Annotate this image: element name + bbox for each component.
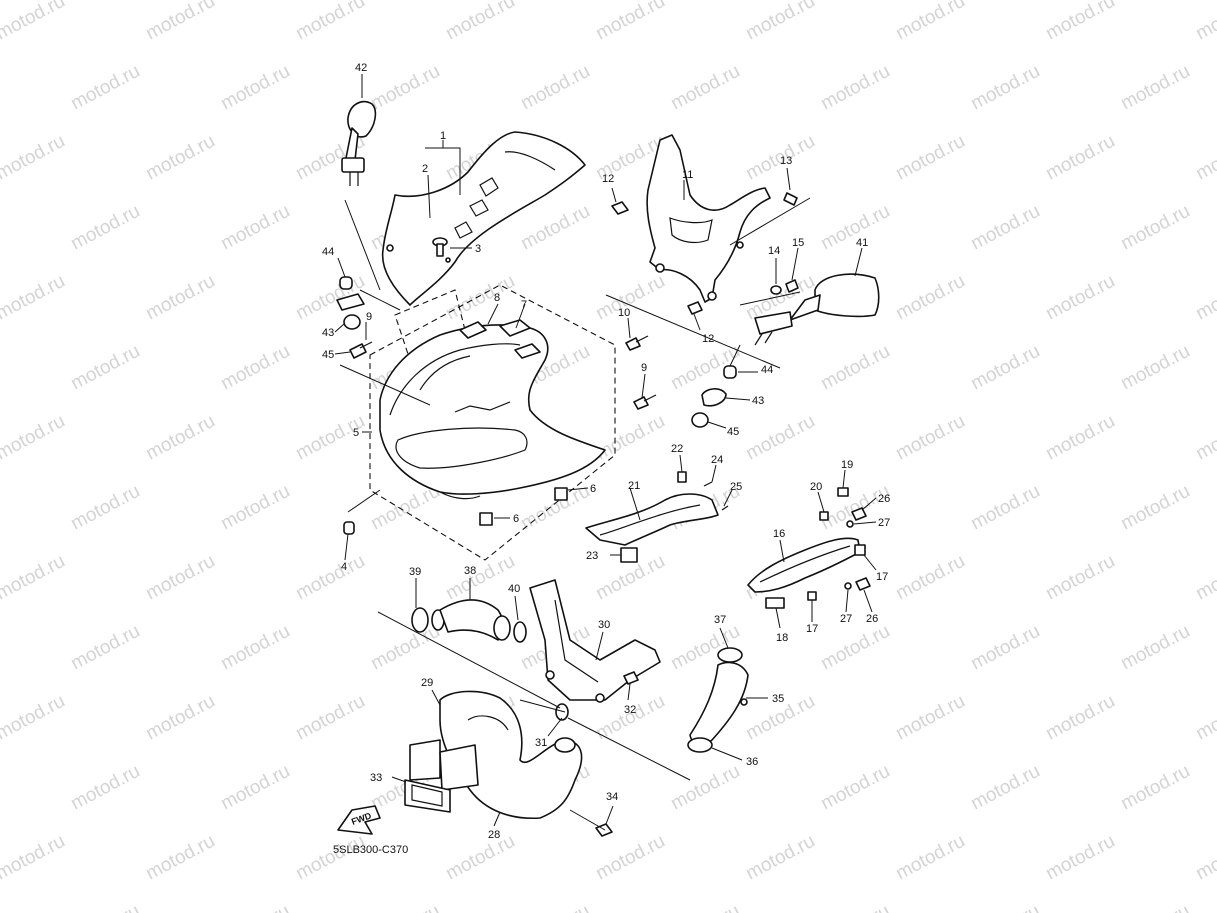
- callout-17-right: 17: [876, 571, 888, 583]
- right-mirror: [754, 273, 880, 346]
- callout-35: 35: [772, 693, 784, 705]
- callout-20: 20: [810, 481, 822, 493]
- callout-44-left: 44: [322, 246, 334, 258]
- right-grommet-set: [691, 365, 737, 428]
- grommet-4: [343, 521, 355, 535]
- callout-33: 33: [370, 772, 382, 784]
- screw-3: [432, 237, 451, 263]
- callout-36: 36: [746, 756, 758, 768]
- windshield: [381, 131, 586, 306]
- callout-18: 18: [776, 632, 788, 644]
- callout-43-right: 43: [752, 395, 764, 407]
- callout-1: 1: [440, 130, 446, 142]
- cowling-stay-bracket: [646, 134, 771, 303]
- clip-6-upper: [554, 487, 568, 501]
- callout-9-left: 9: [366, 311, 372, 323]
- callout-7: 7: [521, 299, 527, 311]
- callout-27-upper: 27: [878, 517, 890, 529]
- callout-2: 2: [422, 163, 428, 175]
- callout-25: 25: [730, 481, 742, 493]
- callout-39: 39: [409, 566, 421, 578]
- leader-lines: [334, 74, 877, 831]
- callout-12-lower: 12: [702, 333, 714, 345]
- callout-40: 40: [508, 583, 520, 595]
- callout-30: 30: [598, 619, 610, 631]
- callout-27-lower: 27: [840, 613, 852, 625]
- right-intake-duct: [687, 647, 749, 753]
- callout-29: 29: [421, 677, 433, 689]
- windshield-assembly-box: [394, 289, 471, 376]
- callout-17-lower: 17: [806, 623, 818, 635]
- callout-21: 21: [628, 480, 640, 492]
- clip-6-lower: [479, 512, 493, 526]
- callout-4: 4: [341, 561, 347, 573]
- callout-16: 16: [773, 528, 785, 540]
- callout-6-upper: 6: [590, 483, 596, 495]
- callout-37: 37: [714, 614, 726, 626]
- callout-32: 32: [624, 704, 636, 716]
- callout-10: 10: [618, 307, 630, 319]
- callout-45-right: 45: [727, 426, 739, 438]
- fwd-arrow: FWD: [337, 805, 381, 835]
- callout-9-right: 9: [641, 362, 647, 374]
- callout-22: 22: [671, 443, 683, 455]
- callout-8: 8: [494, 292, 500, 304]
- callout-11: 11: [682, 169, 693, 181]
- callout-31: 31: [535, 737, 547, 749]
- callout-45-left: 45: [322, 349, 334, 361]
- callout-labels: 42 1 2 3 44 43 9 45 8 7 10 9 5 6 6 4 12 …: [322, 62, 890, 841]
- callout-14: 14: [768, 245, 780, 257]
- callout-28: 28: [488, 829, 500, 841]
- callout-41: 41: [856, 237, 868, 249]
- left-mirror: [341, 100, 377, 186]
- side-cover-panel: [747, 487, 871, 609]
- callout-5: 5: [353, 427, 359, 439]
- callout-23: 23: [586, 550, 598, 562]
- inner-side-panel: [585, 471, 729, 563]
- callout-15: 15: [792, 237, 804, 249]
- callout-44-right: 44: [761, 364, 773, 376]
- diagram-code: 5SLB300-C370: [333, 844, 408, 856]
- callout-12-upper: 12: [602, 173, 614, 185]
- callout-13: 13: [780, 155, 792, 167]
- fasteners-12-13-14-15: [611, 192, 799, 315]
- callout-6-lower: 6: [513, 513, 519, 525]
- callout-24: 24: [711, 454, 723, 466]
- bolts-10-9: [625, 335, 657, 410]
- callout-19: 19: [841, 459, 853, 471]
- air-duct-bracket: [529, 579, 661, 721]
- callout-38: 38: [464, 565, 476, 577]
- ram-air-duct: [404, 690, 613, 837]
- callout-26-lower: 26: [866, 613, 878, 625]
- left-intake-duct: [411, 599, 527, 643]
- callout-26-upper: 26: [878, 493, 890, 505]
- front-cowling: [379, 319, 606, 500]
- callout-42: 42: [355, 62, 367, 74]
- callout-34: 34: [606, 791, 618, 803]
- callout-3: 3: [475, 243, 481, 255]
- callout-43-left: 43: [322, 327, 334, 339]
- left-grommet-set: [336, 276, 373, 359]
